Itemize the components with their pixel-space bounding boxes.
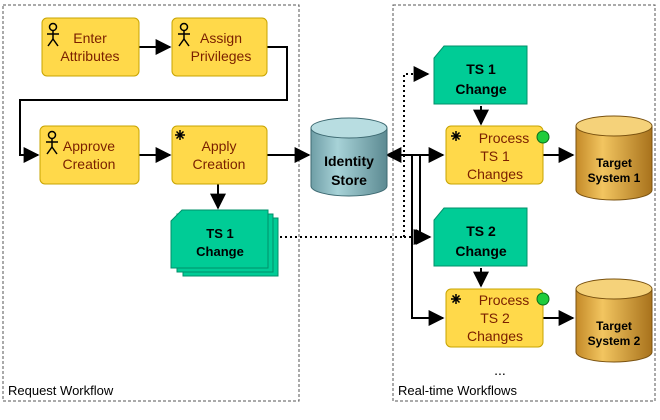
actor-icon [46, 130, 58, 155]
request-workflow-label: Request Workflow [8, 383, 114, 398]
arrow-to-ts2-change [415, 155, 432, 245]
task-line-2: Creation [193, 156, 246, 172]
more-workflows-ellipsis: ... [494, 362, 506, 378]
gear-icon [451, 294, 461, 304]
store-line-2: Store [331, 172, 367, 188]
store-line-1: Target [596, 319, 632, 333]
doc-line-2: Change [196, 244, 244, 259]
task-process-ts2-changes[interactable]: Process TS 2 Changes [445, 288, 550, 348]
identity-store[interactable]: Identity Store [310, 117, 388, 197]
realtime-workflows-panel [392, 4, 656, 402]
actor-icon [178, 22, 190, 47]
task-enter-attributes[interactable]: Enter Attributes [41, 17, 140, 77]
doc-line-2: Change [455, 243, 507, 259]
store-line-1: Target [596, 156, 632, 170]
task-line-1: Assign [200, 30, 242, 46]
arrow-assign-to-approve [19, 46, 288, 163]
doc-line-1: TS 1 [466, 61, 496, 77]
arrow-to-process-ts2 [411, 155, 445, 326]
task-approve-creation[interactable]: Approve Creation [39, 125, 140, 185]
task-line-2: TS 1 [480, 148, 510, 164]
store-line-2: System 2 [588, 334, 641, 348]
task-line-3: Changes [467, 328, 523, 344]
target-system-1[interactable]: Target System 1 [575, 115, 653, 201]
gear-icon [451, 131, 461, 141]
actor-icon [47, 22, 59, 47]
doc-stack-ts1-change[interactable]: TS 1 Change [170, 209, 279, 277]
task-apply-creation[interactable]: Apply Creation [171, 125, 268, 185]
doc-line-1: TS 1 [206, 226, 233, 241]
gear-icon [175, 130, 185, 140]
target-system-2[interactable]: Target System 2 [575, 278, 653, 363]
doc-ts1-change[interactable]: TS 1 Change [433, 45, 528, 105]
task-line-2: Creation [63, 156, 116, 172]
task-line-2: Privileges [191, 48, 252, 64]
status-dot-icon [536, 292, 550, 306]
dotted-flows [270, 66, 430, 245]
realtime-workflows-label: Real-time Workflows [398, 383, 517, 398]
task-line-1: Process [479, 292, 530, 308]
task-process-ts1-changes[interactable]: Process TS 1 Changes [445, 125, 550, 185]
doc-stack-front [170, 209, 269, 269]
task-line-2: Attributes [60, 48, 119, 64]
doc-ts2-change[interactable]: TS 2 Change [433, 207, 528, 267]
store-line-1: Identity [324, 153, 374, 169]
task-line-2: TS 2 [480, 310, 510, 326]
doc-line-2: Change [455, 81, 507, 97]
task-assign-privileges[interactable]: Assign Privileges [171, 17, 268, 77]
status-dot-icon [536, 130, 550, 144]
task-line-1: Process [479, 130, 530, 146]
task-line-1: Approve [63, 138, 115, 154]
task-line-1: Enter [73, 30, 107, 46]
task-line-1: Apply [201, 138, 236, 154]
store-line-2: System 1 [588, 171, 641, 185]
task-line-3: Changes [467, 166, 523, 182]
doc-line-1: TS 2 [466, 223, 496, 239]
request-workflow-panel [2, 4, 300, 402]
